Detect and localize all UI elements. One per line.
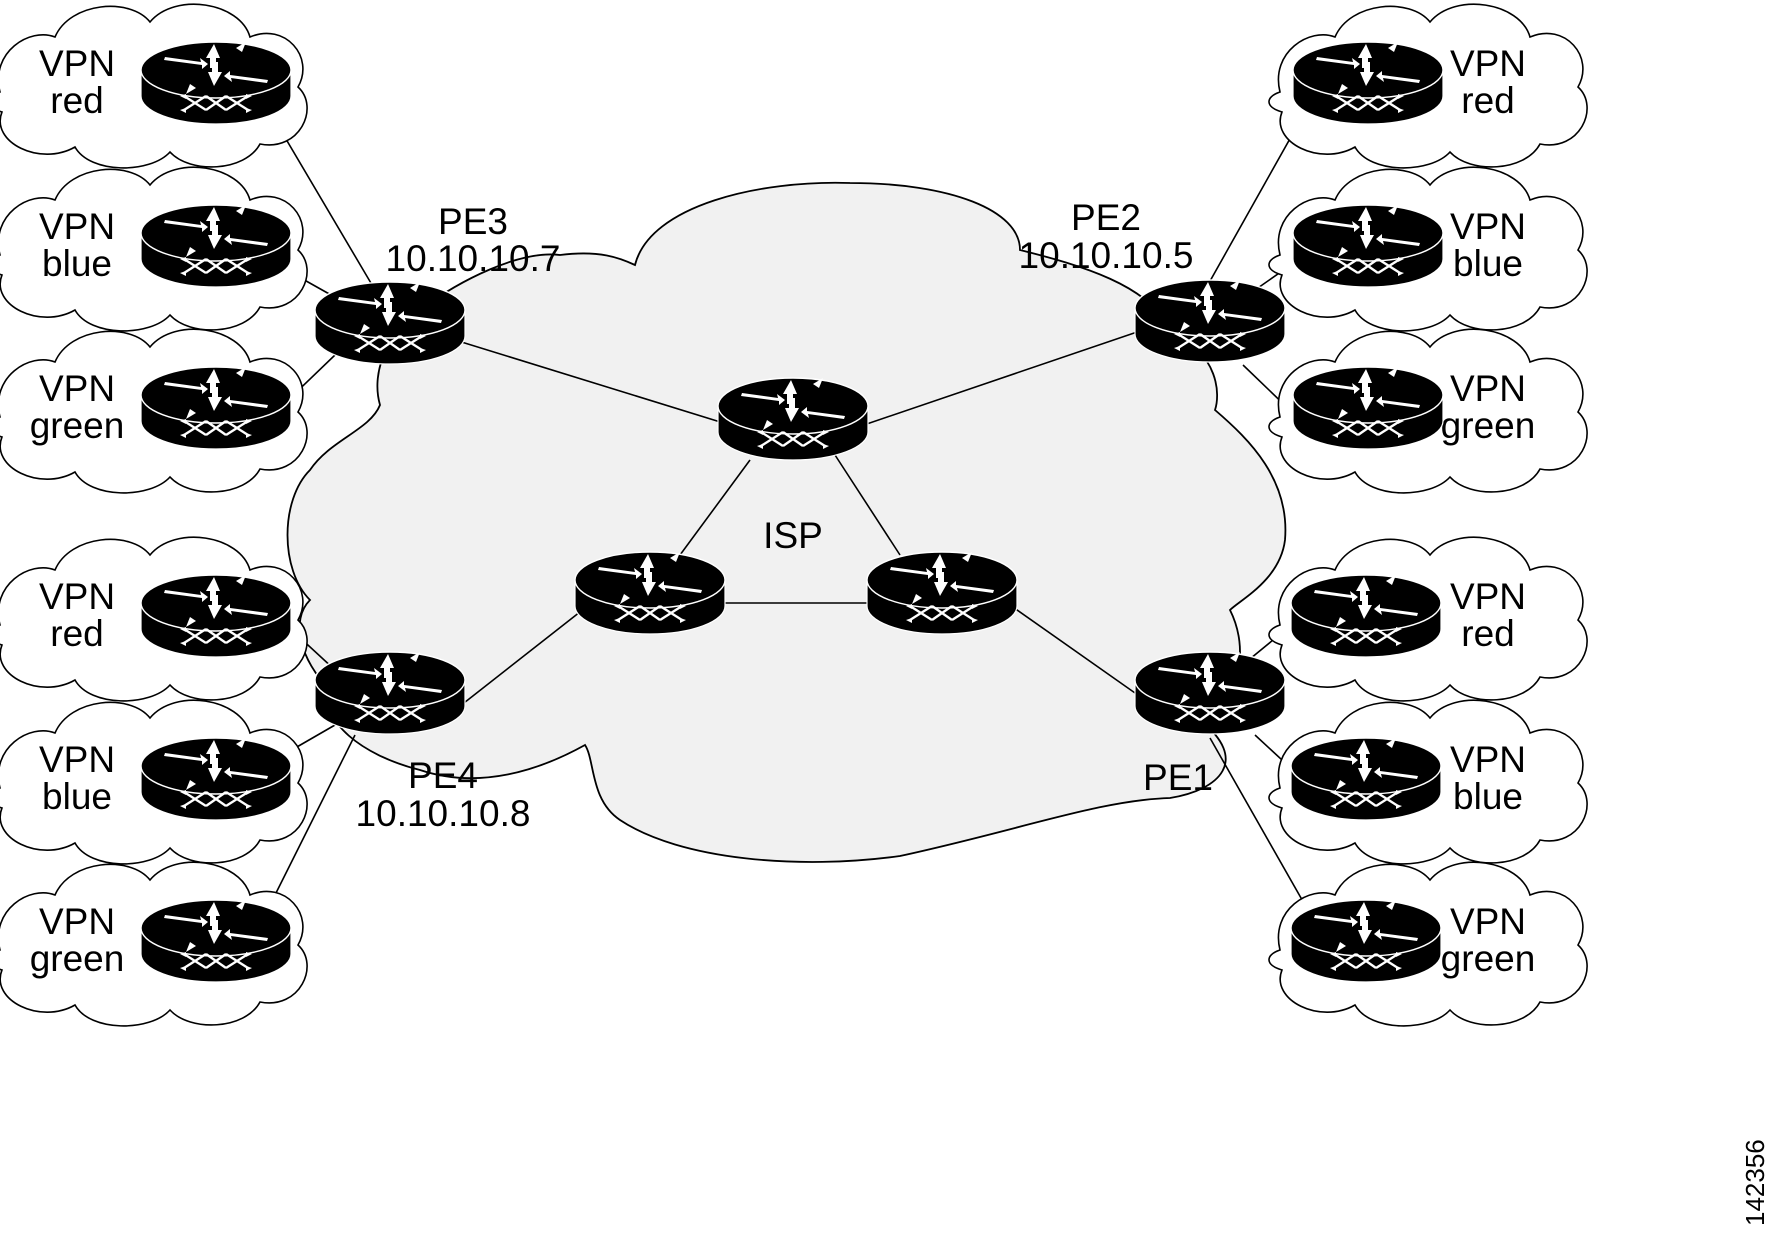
vpn-site-left-blue-bottom: VPN blue (0, 699, 308, 865)
vpn-label: VPN (1450, 576, 1526, 617)
vpn-color: green (30, 938, 125, 979)
core-router-left-icon (573, 550, 727, 636)
vpn-color: blue (1453, 243, 1523, 284)
pe3-name: PE3 (438, 201, 508, 242)
router-icon (139, 573, 293, 659)
vpn-color: blue (42, 776, 112, 817)
router-icon (1289, 898, 1443, 984)
core-router-right-icon (865, 550, 1019, 636)
figure-number: 142356 (1740, 1139, 1770, 1226)
vpn-site-right-green-top: VPN green (1268, 328, 1588, 494)
pe2-name: PE2 (1071, 197, 1141, 238)
router-icon (1289, 573, 1443, 659)
pe4-router-icon (313, 650, 467, 736)
router-icon (139, 736, 293, 822)
router-icon (1291, 365, 1445, 451)
vpn-site-left-red-top: VPN red (0, 3, 308, 169)
router-icon (139, 365, 293, 451)
vpn-site-left-green-top: VPN green (0, 328, 308, 494)
vpn-label: VPN (1450, 739, 1526, 780)
vpn-color: red (1461, 613, 1514, 654)
pe3-router-icon (313, 280, 467, 366)
vpn-color: green (1441, 405, 1536, 446)
vpn-label: VPN (39, 43, 115, 84)
router-icon (139, 40, 293, 126)
core-router-top-icon (716, 376, 870, 462)
vpn-label: VPN (39, 901, 115, 942)
vpn-label: VPN (1450, 43, 1526, 84)
router-icon (139, 203, 293, 289)
router-icon (139, 898, 293, 984)
vpn-color: blue (42, 243, 112, 284)
pe3-ip: 10.10.10.7 (386, 238, 561, 279)
pe4-name: PE4 (408, 755, 478, 796)
vpn-site-right-blue-bottom: VPN blue (1268, 699, 1588, 865)
pe1-name: PE1 (1143, 757, 1213, 798)
pe1-router-icon (1133, 650, 1287, 736)
vpn-site-right-blue-top: VPN blue (1268, 166, 1588, 332)
vpn-label: VPN (39, 739, 115, 780)
vpn-site-left-green-bottom: VPN green (0, 861, 308, 1027)
router-icon (1291, 203, 1445, 289)
vpn-color: green (1441, 938, 1536, 979)
links (269, 111, 1306, 906)
vpn-site-left-blue-top: VPN blue (0, 166, 308, 332)
vpn-site-right-green-bottom: VPN green (1268, 861, 1588, 1027)
vpn-site-right-red-top: VPN red (1268, 3, 1588, 169)
vpn-color: red (1461, 80, 1514, 121)
vpn-site-left-red-bottom: VPN red (0, 536, 308, 702)
vpn-label: VPN (39, 368, 115, 409)
pe4-ip: 10.10.10.8 (356, 793, 531, 834)
vpn-color: red (50, 613, 103, 654)
vpn-label: VPN (1450, 206, 1526, 247)
vpn-site-right-red-bottom: VPN red (1268, 536, 1588, 702)
vpn-label: VPN (39, 576, 115, 617)
pe2-router-icon (1133, 278, 1287, 364)
vpn-color: red (50, 80, 103, 121)
router-icon (1289, 736, 1443, 822)
vpn-color: green (30, 405, 125, 446)
vpn-label: VPN (1450, 368, 1526, 409)
vpn-label: VPN (39, 206, 115, 247)
isp-label: ISP (763, 515, 823, 556)
vpn-color: blue (1453, 776, 1523, 817)
pe2-ip: 10.10.10.5 (1019, 235, 1194, 276)
vpn-label: VPN (1450, 901, 1526, 942)
router-icon (1291, 40, 1445, 126)
